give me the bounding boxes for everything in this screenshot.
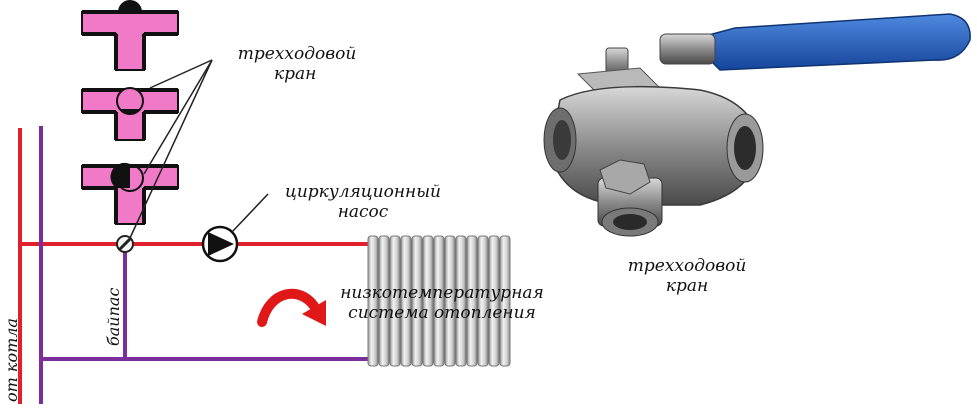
valve-schematic-label-line1: трехходовой (237, 44, 357, 64)
flow-arrow-icon (257, 288, 326, 327)
heating-system-label-line2: система отопления (348, 303, 536, 323)
from-boiler-label: от котла (2, 318, 21, 402)
valve-state-top-icon (81, 0, 179, 71)
pump-symbol (201, 225, 239, 263)
pump-label-line1: циркуляционный (284, 182, 442, 202)
valve-photo-label-line1: трехходовой (627, 256, 747, 276)
bypass-label: байпас (104, 287, 123, 346)
leader-lines (129, 59, 269, 239)
valve-photo-label-line2: кран (665, 276, 709, 296)
valve-state-middle-icon (81, 87, 179, 141)
valve-photo-label: трехходовой кран (612, 256, 762, 296)
valve-state-bottom-icon (81, 162, 179, 225)
pump-label-line2: насос (337, 202, 389, 222)
three-way-valve-symbol (116, 235, 134, 253)
supply-pipes (18, 128, 376, 404)
return-pipes (39, 126, 376, 404)
valve-schematic-label: трехходовой кран (222, 44, 372, 84)
pump-label: циркуляционный насос (268, 182, 458, 222)
ball-valve-photo (543, 13, 971, 237)
valve-schematic-label-line2: кран (274, 64, 317, 84)
radiator (367, 235, 511, 367)
heating-system-label: низкотемпературная система отопления (322, 283, 562, 323)
heating-system-label-line1: низкотемпературная (340, 283, 544, 303)
